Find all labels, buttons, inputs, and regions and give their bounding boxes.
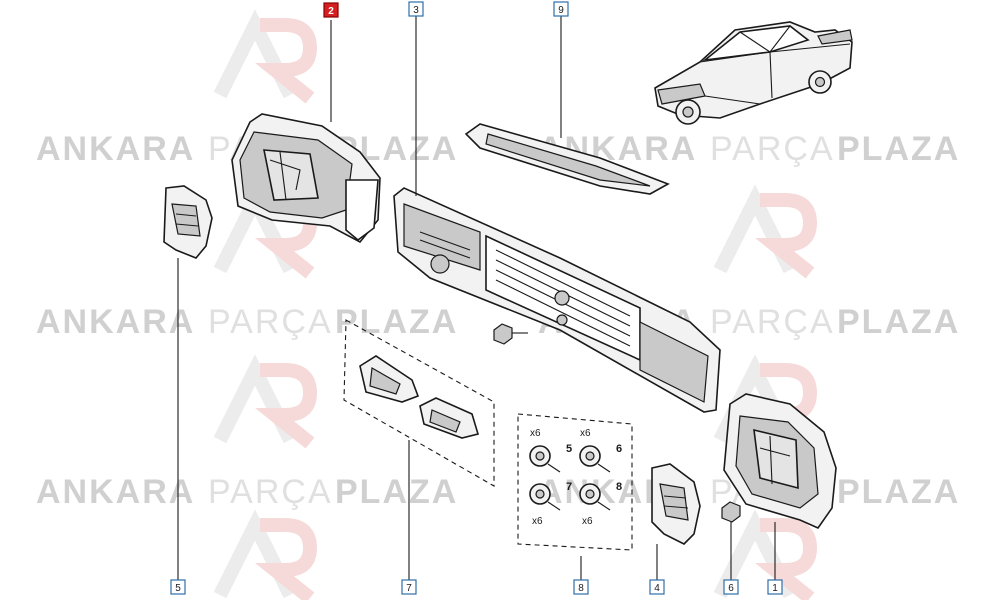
bulb-kit-8: x6 x6 x6 x6 5 6 7 8 xyxy=(517,413,633,551)
callout-number: 5 xyxy=(175,583,181,594)
callout-5[interactable]: 5 xyxy=(170,579,186,595)
bulb xyxy=(529,483,561,511)
sub-part-number: 7 xyxy=(566,481,572,493)
callout-9[interactable]: 9 xyxy=(553,1,569,17)
bulb-socket xyxy=(359,355,420,403)
callout-number: 6 xyxy=(728,583,734,594)
callout-number: 2 xyxy=(328,6,334,17)
sub-part-number: 5 xyxy=(566,443,572,455)
left-bulb-holder xyxy=(163,185,213,259)
watermark-logo xyxy=(213,354,318,449)
watermark-word: PLAZA xyxy=(837,130,960,168)
sub-part-number: 6 xyxy=(616,443,622,455)
left-tail-light xyxy=(231,113,381,244)
quantity-label: x6 xyxy=(582,516,593,527)
callout-number: 9 xyxy=(558,5,564,16)
nut xyxy=(493,323,528,345)
watermark-logo xyxy=(213,9,318,104)
callout-8[interactable]: 8 xyxy=(573,579,589,595)
watermark-word: PLAZA xyxy=(837,473,960,511)
watermark-logo xyxy=(713,509,818,600)
callout-number: 8 xyxy=(578,583,584,594)
watermark-word: ANKARA xyxy=(36,473,195,511)
watermark-word: PARÇA xyxy=(710,303,835,341)
watermark-logo xyxy=(713,184,818,279)
callout-2[interactable]: 2 xyxy=(323,2,339,18)
leader-lines xyxy=(177,16,776,580)
bulb xyxy=(529,445,561,473)
watermark-word: ANKARA xyxy=(36,130,195,168)
watermark-word: PLAZA xyxy=(837,303,960,341)
bulb xyxy=(579,445,611,473)
callout-1[interactable]: 1 xyxy=(767,579,783,595)
quantity-label: x6 xyxy=(530,428,541,439)
sub-part-number: 8 xyxy=(616,481,622,493)
watermark-word: PLAZA xyxy=(335,473,458,511)
bulb xyxy=(579,483,611,511)
rear-garnish-panel xyxy=(393,187,721,413)
quantity-label: x6 xyxy=(532,516,543,527)
right-tail-light xyxy=(723,393,837,529)
watermark-logo xyxy=(213,509,318,600)
callout-number: 7 xyxy=(406,583,412,594)
callout-number: 3 xyxy=(413,5,419,16)
watermark-word: PARÇA xyxy=(208,303,333,341)
nut xyxy=(721,501,741,523)
car-illustration xyxy=(654,21,853,125)
watermark-text: ANKARA PARÇA PLAZA ANKARA PARÇA PLAZA AN… xyxy=(36,130,960,511)
callout-3[interactable]: 3 xyxy=(408,1,424,17)
quantity-label: x6 xyxy=(580,428,591,439)
callout-7[interactable]: 7 xyxy=(401,579,417,595)
right-bulb-holder xyxy=(651,463,701,545)
socket-kit-7 xyxy=(343,319,495,487)
callout-number: 1 xyxy=(772,583,778,594)
watermark-word: PARÇA xyxy=(710,130,835,168)
upper-reflector-strip xyxy=(464,123,670,195)
callout-number: 4 xyxy=(654,583,660,594)
watermark-word: PARÇA xyxy=(208,473,333,511)
callout-4[interactable]: 4 xyxy=(649,579,665,595)
callout-6[interactable]: 6 xyxy=(723,579,739,595)
watermark-word: ANKARA xyxy=(36,303,195,341)
bulb-socket xyxy=(419,397,480,439)
watermark-word: PLAZA xyxy=(335,303,458,341)
